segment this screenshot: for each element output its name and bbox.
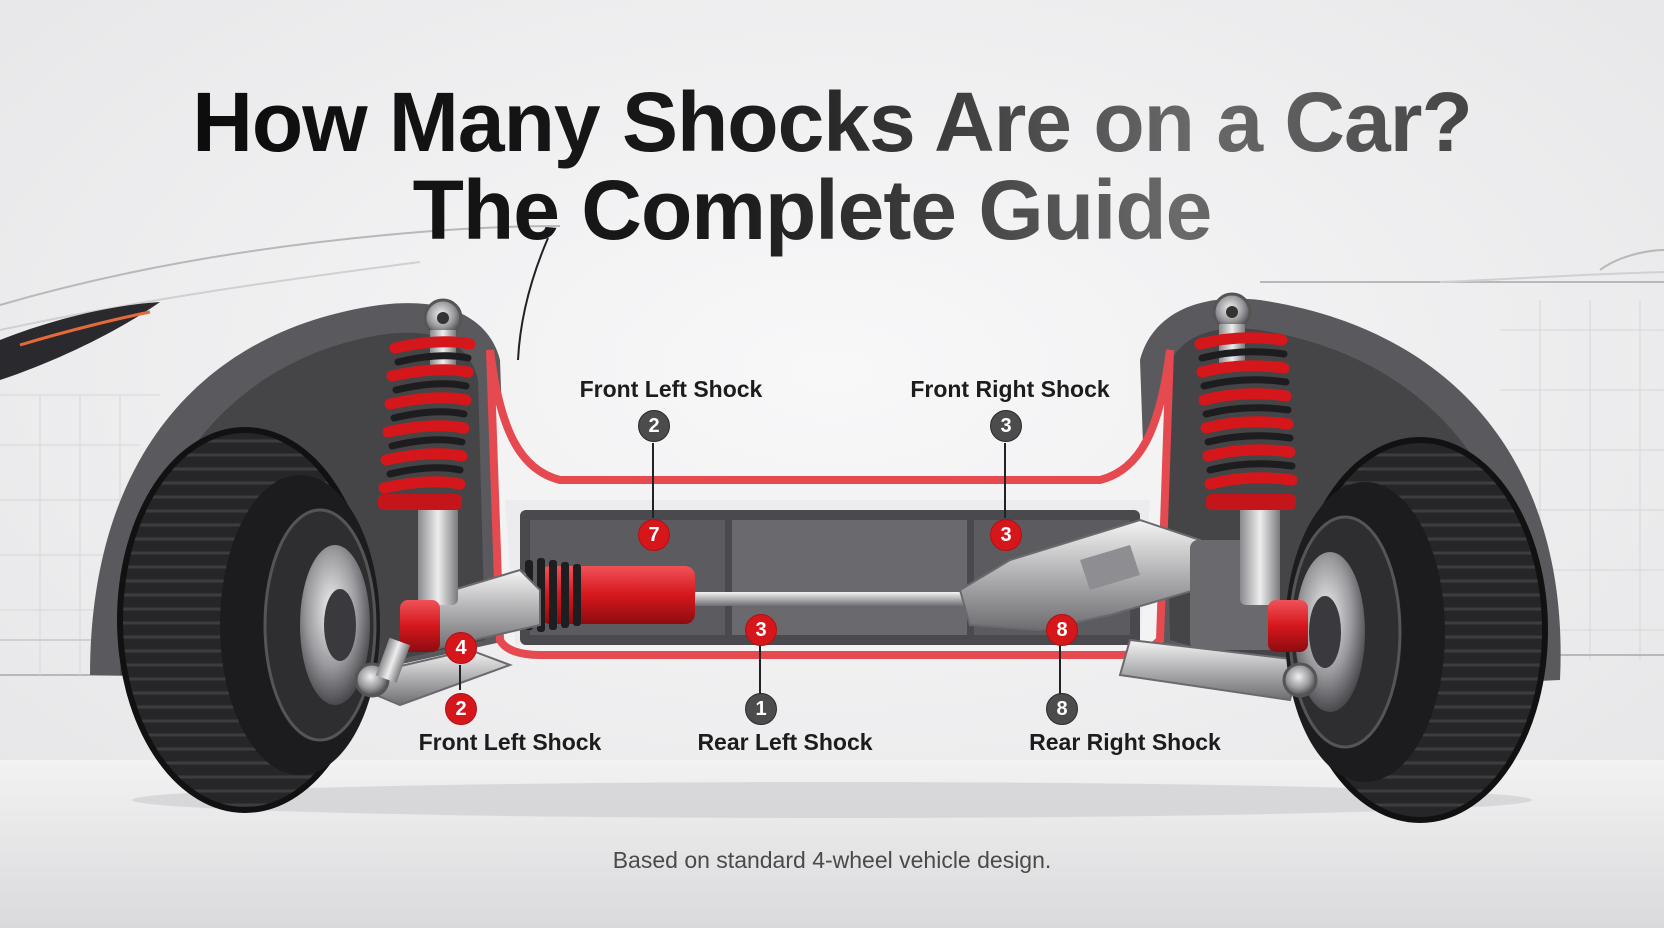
footnote: Based on standard 4-wheel vehicle design… [612,847,1052,873]
label-front-right-top: Front Right Shock [910,376,1110,402]
leader-lines [459,237,1061,695]
badge-rear-right: 8 [1046,693,1078,725]
right-wheel [1285,437,1548,823]
badge-left-lower-a: 4 [445,632,477,664]
headlight [0,302,160,380]
headlight-accent [19,310,151,347]
leader-title [517,237,549,361]
badge-axle-right: 8 [1046,614,1078,646]
label-front-left-top: Front Left Shock [579,376,763,402]
badge-axle-mid: 3 [745,614,777,646]
right-control-arm-slot [1080,545,1140,590]
right-coilover [1194,292,1318,698]
badge-center-right: 3 [990,519,1022,551]
axle-rod [690,592,990,606]
label-front-left-bottom: Front Left Shock [418,729,602,755]
badge-center-left: 7 [638,519,670,551]
label-rear-right: Rear Right Shock [1029,729,1221,755]
badge-rear-left: 1 [745,693,777,725]
badge-left-lower-b: 2 [445,693,477,725]
left-coilover [354,298,476,698]
car-body-right [1260,249,1664,660]
subframe-panel-mid [732,520,967,635]
right-lower-arm [1118,638,1302,702]
badge-front-left-top: 2 [638,410,670,442]
badge-front-right-top: 3 [990,410,1022,442]
floor-shadow [132,782,1532,818]
label-rear-left: Rear Left Shock [697,729,873,755]
left-wheel [117,427,380,813]
title-line-1: How Many Shocks Are on a Car? [0,74,1664,170]
center-shock-bellows [525,558,581,632]
title-line-2: The Complete Guide [0,162,1644,258]
